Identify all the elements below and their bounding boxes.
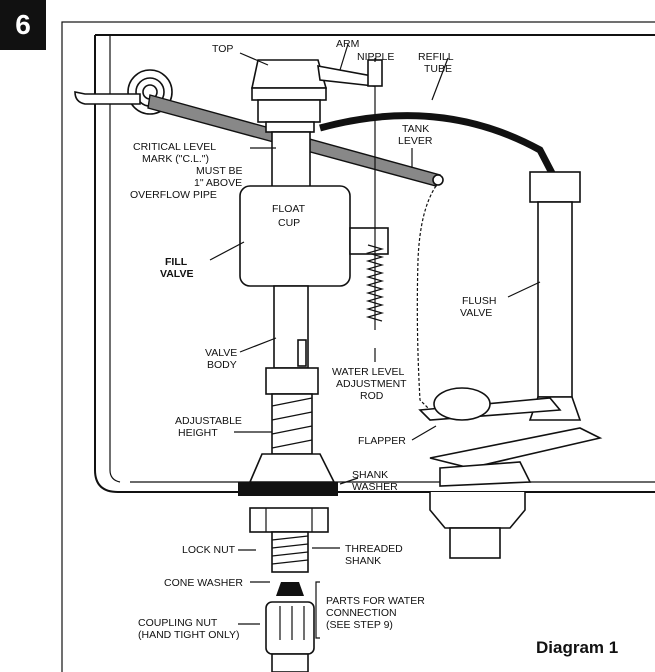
label-parts-connection-1: PARTS FOR WATER xyxy=(326,595,425,607)
leader-lines xyxy=(209,43,541,639)
label-top: TOP xyxy=(212,43,233,55)
flush-valve xyxy=(418,171,603,487)
label-float-cup-2: CUP xyxy=(278,217,300,229)
fill-valve xyxy=(238,59,389,672)
cone-washer xyxy=(276,582,304,596)
label-lock-nut: LOCK NUT xyxy=(182,544,236,556)
label-adjustable-height-1: ADJUSTABLE xyxy=(175,415,242,427)
label-water-level-2: ADJUSTMENT xyxy=(336,378,407,390)
label-fill-valve-1: FILL xyxy=(165,256,188,268)
label-float-cup-1: FLOAT xyxy=(272,203,306,215)
shank-washer xyxy=(238,482,338,496)
float-cup xyxy=(239,185,351,287)
label-adjustable-height-2: HEIGHT xyxy=(178,427,218,439)
label-refill-tube-2: TUBE xyxy=(424,63,452,75)
label-water-level-3: ROD xyxy=(360,390,384,402)
diagram-frame xyxy=(61,21,655,672)
label-shank-washer-2: WASHER xyxy=(352,481,398,493)
diagram-caption: Diagram 1 xyxy=(536,638,618,657)
flapper-chain xyxy=(416,185,437,409)
label-flapper: FLAPPER xyxy=(358,435,406,447)
label-threaded-shank-1: THREADED xyxy=(345,543,403,555)
label-flush-valve-1: FLUSH xyxy=(462,295,496,307)
label-shank-washer-1: SHANK xyxy=(352,469,388,481)
labels: TOP ARM NIPPLE REFILL TUBE TANK LEVER CR… xyxy=(130,38,618,657)
label-valve-body-2: BODY xyxy=(207,359,237,371)
label-critical-level-2: MARK ("C.L.") xyxy=(142,153,209,165)
water-level-adjustment-rod xyxy=(365,59,385,330)
label-coupling-nut-1: COUPLING NUT xyxy=(138,617,218,629)
label-valve-body-1: VALVE xyxy=(205,347,237,359)
label-cone-washer: CONE WASHER xyxy=(164,577,243,589)
label-nipple: NIPPLE xyxy=(357,51,394,63)
label-critical-level-5: OVERFLOW PIPE xyxy=(130,189,217,201)
label-water-level-1: WATER LEVEL xyxy=(332,366,405,378)
label-fill-valve-2: VALVE xyxy=(160,268,193,280)
label-critical-level-4: 1" ABOVE xyxy=(194,177,242,189)
label-tank-lever-1: TANK xyxy=(402,123,429,135)
refill-tube xyxy=(319,112,557,177)
label-arm: ARM xyxy=(336,38,359,50)
step-number-badge: 6 xyxy=(0,0,46,50)
label-refill-tube-1: REFILL xyxy=(418,51,454,63)
tank-handle xyxy=(74,69,173,115)
lock-nut xyxy=(249,507,329,533)
label-flush-valve-2: VALVE xyxy=(460,307,492,319)
label-coupling-nut-2: (HAND TIGHT ONLY) xyxy=(138,629,240,641)
label-critical-level-3: MUST BE xyxy=(196,165,242,177)
label-parts-connection-3: (SEE STEP 9) xyxy=(326,619,393,631)
tank-outline xyxy=(94,34,655,559)
label-threaded-shank-2: SHANK xyxy=(345,555,381,567)
label-critical-level-1: CRITICAL LEVEL xyxy=(133,141,216,153)
coupling-nut xyxy=(265,601,315,655)
label-tank-lever-2: LEVER xyxy=(398,135,433,147)
label-parts-connection-2: CONNECTION xyxy=(326,607,397,619)
